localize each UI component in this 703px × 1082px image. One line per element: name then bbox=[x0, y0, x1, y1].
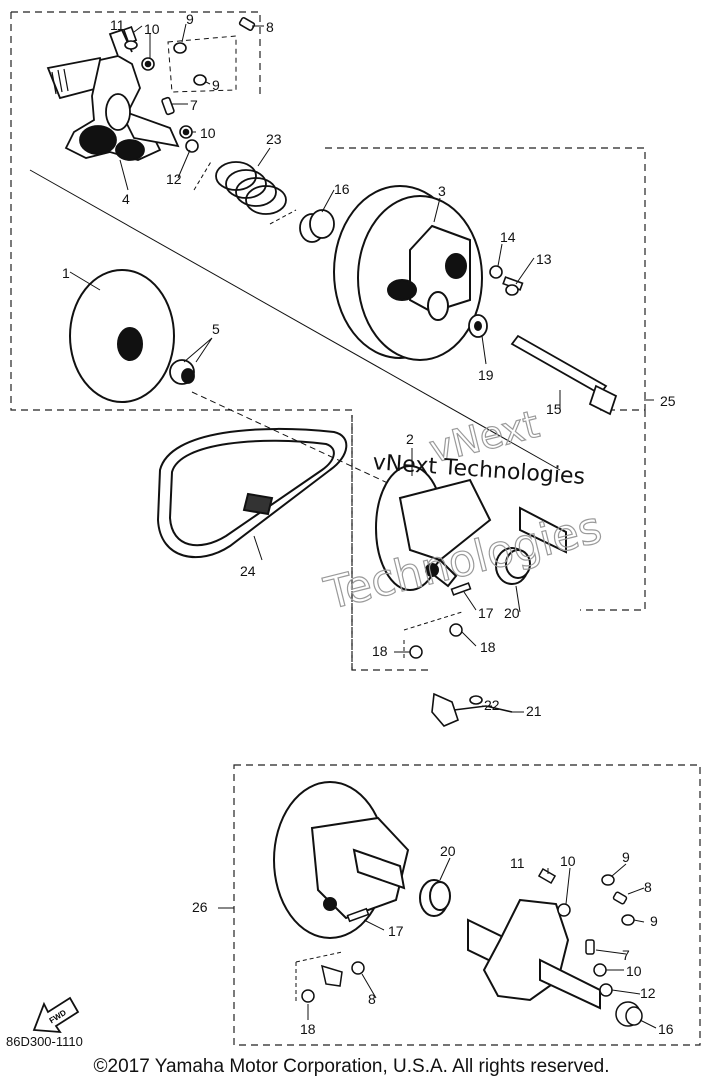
group-26-spider bbox=[467, 898, 601, 1010]
part-21-weight-arm bbox=[431, 692, 513, 727]
part-19-washer bbox=[468, 314, 488, 338]
callout-2: 2 bbox=[406, 431, 414, 447]
spider-hardware bbox=[122, 16, 256, 153]
callout-14: 14 bbox=[500, 229, 516, 245]
fwd-arrow-icon: FWD bbox=[32, 996, 80, 1034]
callout-7: 7 bbox=[190, 97, 198, 113]
pin-7 bbox=[161, 96, 175, 116]
callout-16: 16 bbox=[658, 1021, 674, 1037]
part-15-bolt bbox=[510, 334, 618, 416]
callout-15: 15 bbox=[546, 401, 562, 417]
callout-22: 22 bbox=[484, 697, 500, 713]
bushing-10a bbox=[141, 57, 155, 71]
bushing-10b bbox=[179, 125, 193, 139]
group-26-hardware bbox=[295, 868, 643, 1027]
callout-18: 18 bbox=[372, 643, 388, 659]
part-1-fixed-sheave bbox=[69, 269, 175, 403]
cap-9b bbox=[193, 74, 207, 86]
part-14-washer bbox=[489, 265, 503, 279]
part-18-bushings bbox=[403, 611, 463, 660]
assembly-axis bbox=[29, 169, 561, 471]
part-20-bushing bbox=[495, 547, 531, 585]
callout-21: 21 bbox=[526, 703, 542, 719]
group-26-sheave bbox=[273, 781, 410, 939]
part-24-drive-belt bbox=[156, 427, 348, 559]
callouts: 11 10 9 8 9 7 10 23 12 4 16 3 14 13 1 5 … bbox=[62, 11, 676, 1037]
callout-25: 25 bbox=[660, 393, 676, 409]
callout-7: 7 bbox=[622, 947, 630, 963]
part-3-movable-sheave bbox=[333, 185, 483, 361]
secondary-group-box bbox=[325, 147, 646, 670]
callout-8: 8 bbox=[368, 991, 376, 1007]
callout-20: 20 bbox=[440, 843, 456, 859]
callout-11: 11 bbox=[110, 17, 125, 33]
callout-4: 4 bbox=[122, 191, 130, 207]
callout-9: 9 bbox=[186, 11, 194, 27]
callout-10: 10 bbox=[144, 21, 160, 37]
callout-12: 12 bbox=[166, 171, 182, 187]
callout-10: 10 bbox=[560, 853, 576, 869]
callout-9: 9 bbox=[622, 849, 630, 865]
callout-20: 20 bbox=[504, 605, 520, 621]
callout-17: 17 bbox=[478, 605, 494, 621]
callout-9: 9 bbox=[212, 77, 220, 93]
callout-24: 24 bbox=[240, 563, 256, 579]
callout-18: 18 bbox=[300, 1021, 316, 1037]
pin-8 bbox=[238, 16, 256, 32]
callout-11: 11 bbox=[510, 855, 525, 871]
callout-19: 19 bbox=[478, 367, 494, 383]
diagram-code: 86D300-1110 bbox=[6, 1034, 83, 1049]
callout-16: 16 bbox=[334, 181, 350, 197]
copyright-notice: ©2017 Yamaha Motor Corporation, U.S.A. A… bbox=[93, 1056, 610, 1077]
callout-8: 8 bbox=[266, 19, 274, 35]
callout-10: 10 bbox=[200, 125, 216, 141]
part-4-spider bbox=[46, 28, 180, 161]
washer-12 bbox=[185, 139, 199, 153]
bolt-11 bbox=[122, 26, 138, 50]
leader-lines bbox=[69, 23, 657, 1029]
part-5-bushing bbox=[169, 359, 195, 385]
callout-8: 8 bbox=[644, 879, 652, 895]
part-16-bushing bbox=[299, 209, 335, 243]
callout-23: 23 bbox=[266, 131, 282, 147]
primary-sheave-group-box bbox=[10, 11, 430, 671]
cap-9a bbox=[173, 42, 187, 54]
callout-13: 13 bbox=[536, 251, 552, 267]
callout-9: 9 bbox=[650, 913, 658, 929]
callout-3: 3 bbox=[438, 183, 446, 199]
group-26-bushing-20 bbox=[419, 879, 451, 917]
part-17-pin bbox=[450, 582, 472, 596]
callout-17: 17 bbox=[388, 923, 404, 939]
callout-18: 18 bbox=[480, 639, 496, 655]
callout-12: 12 bbox=[640, 985, 656, 1001]
part-23-spring bbox=[193, 159, 297, 225]
part-13-screw bbox=[502, 276, 524, 296]
callout-5: 5 bbox=[212, 321, 220, 337]
callout-10: 10 bbox=[626, 963, 642, 979]
part-2-secondary-sheave bbox=[375, 465, 567, 591]
callout-26: 26 bbox=[192, 899, 208, 915]
group-26-box bbox=[233, 764, 701, 1046]
callout-1: 1 bbox=[62, 265, 70, 281]
